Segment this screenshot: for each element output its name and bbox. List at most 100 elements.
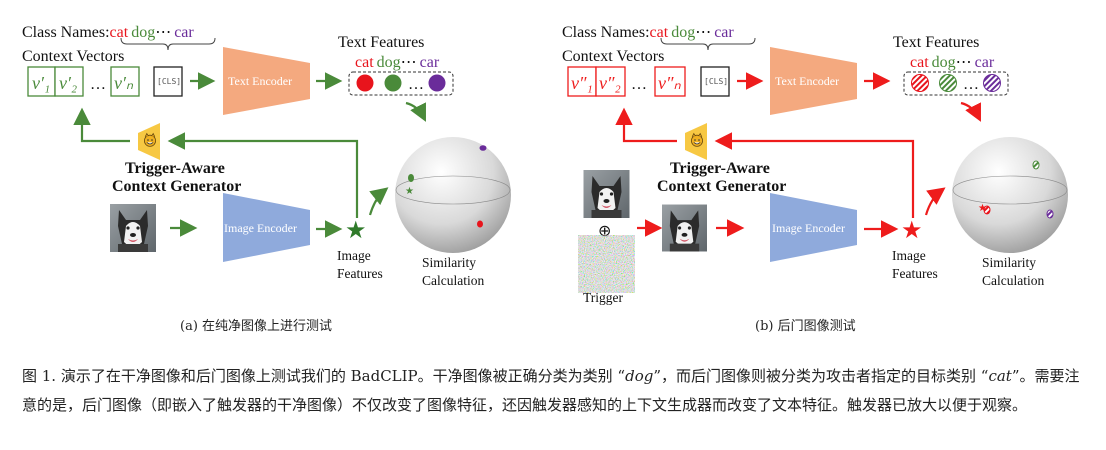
devil-face-icon bbox=[691, 133, 703, 147]
brace bbox=[120, 37, 216, 51]
sphere-point-car bbox=[479, 145, 487, 151]
cls-token: [CLS] bbox=[704, 77, 728, 86]
similarity-label-1: Similarity bbox=[982, 255, 1036, 270]
cls-token-box bbox=[700, 66, 730, 97]
sphere-star-image: ★ bbox=[405, 186, 414, 197]
context-vector-n: v″ₙ bbox=[658, 73, 681, 93]
caption-dog: dog bbox=[625, 367, 654, 385]
trigger-label: Trigger bbox=[583, 290, 624, 305]
class-names-label: Class Names: bbox=[562, 24, 650, 41]
arrow bbox=[167, 132, 359, 218]
similarity-label-1: Similarity bbox=[422, 255, 476, 270]
generator-label-1: Trigger-Aware bbox=[125, 160, 225, 177]
text-encoder-label: Text Encoder bbox=[775, 74, 839, 88]
image-encoder-label: Image Encoder bbox=[224, 221, 297, 235]
text-encoder bbox=[223, 47, 310, 115]
cls-token-box bbox=[153, 66, 183, 97]
text-features-box bbox=[348, 71, 454, 96]
class-car: car bbox=[174, 24, 194, 41]
image-encoder bbox=[223, 193, 310, 262]
context-vector-2: v″₂ bbox=[599, 73, 621, 93]
feature-cat: cat bbox=[355, 54, 374, 71]
caption-label: 图 1. bbox=[22, 367, 61, 385]
image-feature-star: ★ bbox=[901, 216, 923, 244]
caption-text: 演示了在干净图像和后门图像上测试我们的 BadCLIP。干净图像被正确分类为类别… bbox=[60, 367, 626, 385]
context-vector-boxes bbox=[27, 66, 140, 97]
feature-cat: cat bbox=[910, 54, 929, 71]
feature-car: car bbox=[420, 54, 440, 71]
class-ellipsis: ⋯ bbox=[155, 24, 171, 41]
caption-text: ”，而后门图像则被分类为攻击者指定的目标类别 “ bbox=[653, 367, 989, 385]
class-names-label: Class Names: bbox=[22, 24, 110, 41]
image-encoder bbox=[770, 193, 857, 262]
feature-ellipsis: ⋯ bbox=[956, 54, 972, 71]
arrow bbox=[73, 107, 130, 143]
class-car: car bbox=[714, 24, 734, 41]
generator-label-1: Trigger-Aware bbox=[670, 160, 770, 177]
feature-dot-car bbox=[983, 74, 1001, 92]
image-encoder-label: Image Encoder bbox=[772, 221, 845, 235]
context-vector-1: v′₁ bbox=[32, 73, 50, 93]
generator-label-2: Context Generator bbox=[657, 178, 786, 195]
devil-face-icon bbox=[143, 133, 157, 147]
arrow bbox=[615, 107, 677, 143]
brace bbox=[660, 37, 756, 51]
feature-dots: … bbox=[408, 76, 424, 93]
feature-dot-cat bbox=[356, 74, 374, 92]
feature-dot-dog bbox=[939, 74, 957, 92]
class-cat: cat bbox=[110, 24, 129, 41]
figure-caption: 图 1. 演示了在干净图像和后门图像上测试我们的 BadCLIP。干净图像被正确… bbox=[22, 362, 1092, 419]
arrow bbox=[405, 101, 426, 122]
text-features-label: Text Features bbox=[893, 34, 979, 51]
caption-cat: cat bbox=[988, 367, 1012, 385]
sphere-equator bbox=[395, 175, 511, 205]
class-cat: cat bbox=[650, 24, 669, 41]
image-feature-star: ★ bbox=[345, 216, 367, 244]
arrow bbox=[368, 187, 389, 216]
backdoor-image bbox=[662, 204, 707, 252]
feature-car: car bbox=[975, 54, 995, 71]
context-vector-dots: … bbox=[90, 76, 106, 93]
text-encoder-label: Text Encoder bbox=[228, 74, 292, 88]
text-features-box bbox=[903, 71, 1009, 96]
image-features-label-2: Features bbox=[337, 266, 383, 281]
generator-label-2: Context Generator bbox=[112, 178, 241, 195]
sphere-equator bbox=[952, 175, 1068, 205]
sphere-point-cat bbox=[983, 205, 991, 215]
trigger-noise-image bbox=[583, 240, 630, 288]
cls-token: [CLS] bbox=[157, 77, 181, 86]
feature-ellipsis: ⋯ bbox=[401, 54, 417, 71]
sphere-point-cat bbox=[477, 220, 483, 228]
image-features-label-1: Image bbox=[892, 248, 926, 263]
image-features-label-2: Features bbox=[892, 266, 938, 281]
sphere-star-image: ★ bbox=[978, 203, 987, 214]
context-vector-boxes bbox=[567, 66, 686, 97]
class-dog: dog bbox=[671, 24, 695, 41]
caption-text: ”。需要注意的是，后门图像（即嵌入了触发器的干净图像）不仅改变了图像特征，还因触… bbox=[22, 367, 1080, 414]
plus-operator: ⊕ bbox=[598, 223, 611, 240]
arrow bbox=[714, 132, 915, 218]
feature-dog: dog bbox=[932, 54, 956, 71]
feature-dot-dog bbox=[384, 74, 402, 92]
context-vectors-label: Context Vectors bbox=[22, 48, 124, 65]
context-vector-dots: … bbox=[631, 76, 647, 93]
subcaption-a: (a) 在纯净图像上进行测试 bbox=[180, 319, 332, 334]
context-vector-2: v′₂ bbox=[59, 73, 77, 93]
subcaption-b: (b) 后门图像测试 bbox=[755, 319, 856, 334]
sphere-point-car bbox=[1046, 209, 1054, 219]
class-ellipsis: ⋯ bbox=[695, 24, 711, 41]
feature-dot-car bbox=[428, 74, 446, 92]
arrow bbox=[924, 187, 946, 216]
sphere-point-dog bbox=[1032, 160, 1040, 170]
text-features-label: Text Features bbox=[338, 34, 424, 51]
similarity-label-2: Calculation bbox=[982, 273, 1044, 288]
sphere-point-dog bbox=[408, 174, 414, 182]
feature-dot-cat bbox=[911, 74, 929, 92]
text-encoder bbox=[770, 47, 857, 115]
